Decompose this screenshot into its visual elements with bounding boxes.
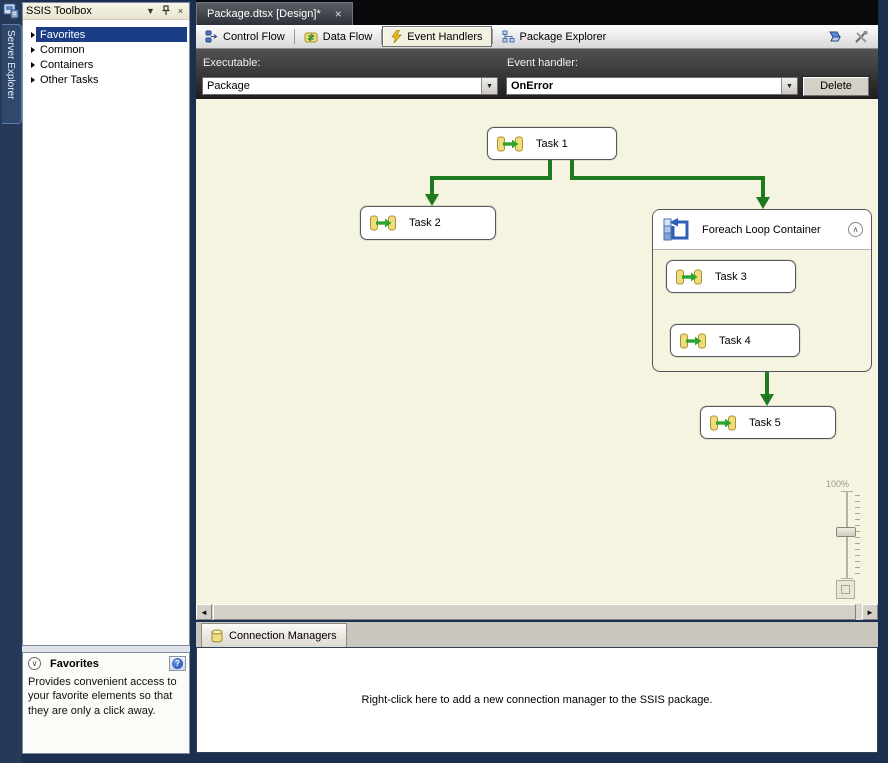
executable-dropdown[interactable]: Package ▼ — [202, 77, 498, 95]
event-handler-design-surface[interactable]: Task 1 Task 2 — [196, 99, 878, 604]
horizontal-scrollbar[interactable]: ◄ ► — [196, 604, 878, 620]
event-handler-dropdown[interactable]: OnError ▼ — [506, 77, 798, 95]
server-explorer-tab-label: Server Explorer — [5, 30, 16, 100]
task-icon — [680, 333, 706, 349]
tab-data-flow[interactable]: Data Flow — [295, 25, 382, 48]
control-flow-icon — [205, 30, 218, 43]
lightning-icon — [391, 30, 403, 43]
foreach-loop-icon — [663, 217, 690, 243]
favorites-panel-title: Favorites — [50, 657, 99, 670]
task-icon — [497, 136, 523, 152]
task-label: Task 1 — [536, 137, 568, 150]
document-tab-strip: Package.dtsx [Design]* × — [196, 0, 878, 25]
expand-arrow-icon — [31, 46, 35, 53]
expand-arrow-icon — [31, 76, 35, 83]
task-icon — [676, 269, 702, 285]
zoom-slider-handle[interactable] — [836, 527, 856, 537]
connection-managers-tab[interactable]: Connection Managers — [201, 623, 347, 647]
chevron-down-icon[interactable]: ∨ — [28, 657, 41, 670]
delete-button[interactable]: Delete — [802, 76, 870, 97]
database-icon — [211, 629, 223, 643]
ssis-toolbox-panel: SSIS Toolbox ▼ × Favorites Common Contai… — [22, 2, 190, 646]
task-2-box[interactable]: Task 2 — [360, 206, 496, 240]
task-icon — [370, 215, 396, 231]
scrollbar-thumb[interactable] — [213, 604, 856, 620]
task-1-box[interactable]: Task 1 — [487, 127, 617, 160]
toolbox-item-common[interactable]: Common — [23, 42, 189, 57]
scroll-left-arrow[interactable]: ◄ — [196, 604, 212, 620]
tab-separator — [293, 29, 295, 44]
expand-arrow-icon — [31, 61, 35, 68]
help-button[interactable]: ? — [169, 656, 186, 671]
document-area: Package.dtsx [Design]* × Control Flow Da… — [196, 0, 878, 753]
fit-icon — [841, 585, 850, 594]
left-dock-strip: Server Explorer — [0, 0, 22, 763]
task-icon — [710, 415, 736, 431]
document-tab-package-dtsx[interactable]: Package.dtsx [Design]* × — [196, 2, 353, 25]
toolbox-item-containers[interactable]: Containers — [23, 57, 189, 72]
server-explorer-icon — [3, 3, 19, 19]
event-handler-toolbar: Executable: Package ▼ Event handler: OnE… — [196, 49, 878, 99]
task-label: Task 3 — [715, 270, 747, 283]
foreach-loop-header[interactable]: Foreach Loop Container ∧ — [653, 210, 871, 250]
server-explorer-tab[interactable]: Server Explorer — [2, 24, 22, 124]
eraser-icon — [829, 31, 841, 41]
window-position-icon[interactable]: ▼ — [146, 6, 155, 16]
event-handler-label: Event handler: — [507, 57, 578, 69]
connection-managers-tab-row: Connection Managers — [196, 622, 878, 647]
task-label: Task 4 — [719, 334, 751, 347]
scroll-right-arrow[interactable]: ► — [862, 604, 878, 620]
toolbox-item-favorites[interactable]: Favorites — [23, 27, 189, 42]
toolbox-item-other-tasks[interactable]: Other Tasks — [23, 72, 189, 87]
task-3-box[interactable]: Task 3 — [666, 260, 796, 293]
ssis-toolbox-titlebar: SSIS Toolbox ▼ × — [23, 3, 189, 20]
zoom-track-cap — [841, 491, 853, 492]
designer-view-tabs: Control Flow Data Flow Event Handlers — [196, 25, 878, 49]
tab-control-flow[interactable]: Control Flow — [196, 25, 294, 48]
help-icon: ? — [172, 658, 183, 669]
document-tab-label: Package.dtsx [Design]* — [207, 8, 321, 20]
task-4-box[interactable]: Task 4 — [670, 324, 800, 357]
tools-icon — [854, 30, 867, 43]
designer-tools-button[interactable] — [849, 27, 873, 46]
task-5-box[interactable]: Task 5 — [700, 406, 836, 439]
expand-arrow-icon — [31, 31, 35, 38]
ssis-toolbox-list: Favorites Common Containers Other Tasks — [23, 20, 189, 87]
favorites-description: Provides convenient access to your favor… — [28, 676, 177, 717]
tab-separator — [381, 29, 383, 44]
executable-label: Executable: — [203, 57, 261, 69]
ssis-toolbox-title: SSIS Toolbox — [26, 5, 92, 17]
zoom-track-cap — [841, 578, 853, 579]
tab-event-handlers[interactable]: Event Handlers — [382, 26, 492, 47]
chevron-down-icon[interactable]: ▼ — [781, 78, 797, 94]
close-icon[interactable]: × — [177, 6, 184, 16]
zoom-to-fit-button[interactable] — [836, 580, 855, 599]
data-flow-icon — [304, 32, 318, 42]
container-title: Foreach Loop Container — [702, 223, 821, 236]
connection-managers-hint: Right-click here to add a new connection… — [361, 694, 713, 706]
chevron-down-icon[interactable]: ▼ — [481, 78, 497, 94]
close-icon[interactable]: × — [334, 7, 342, 21]
task-label: Task 2 — [409, 217, 441, 229]
tab-separator — [491, 29, 493, 44]
designer-clean-button[interactable] — [821, 27, 845, 46]
package-explorer-icon — [502, 30, 514, 43]
zoom-level-label: 100% — [826, 479, 850, 489]
connection-managers-tab-label: Connection Managers — [229, 629, 337, 642]
pin-icon[interactable] — [160, 4, 171, 18]
tab-package-explorer[interactable]: Package Explorer — [493, 25, 616, 48]
connection-managers-area[interactable]: Right-click here to add a new connection… — [196, 647, 878, 753]
zoom-slider-ticks — [855, 495, 860, 575]
collapse-chevron-icon[interactable]: ∧ — [848, 222, 863, 237]
task-label: Task 5 — [749, 416, 781, 429]
favorites-description-panel: ∨ Favorites ? Provides convenient access… — [22, 652, 190, 754]
toolbox-splitter[interactable] — [22, 646, 190, 652]
foreach-loop-container[interactable]: Foreach Loop Container ∧ Task 3 — [652, 209, 872, 372]
